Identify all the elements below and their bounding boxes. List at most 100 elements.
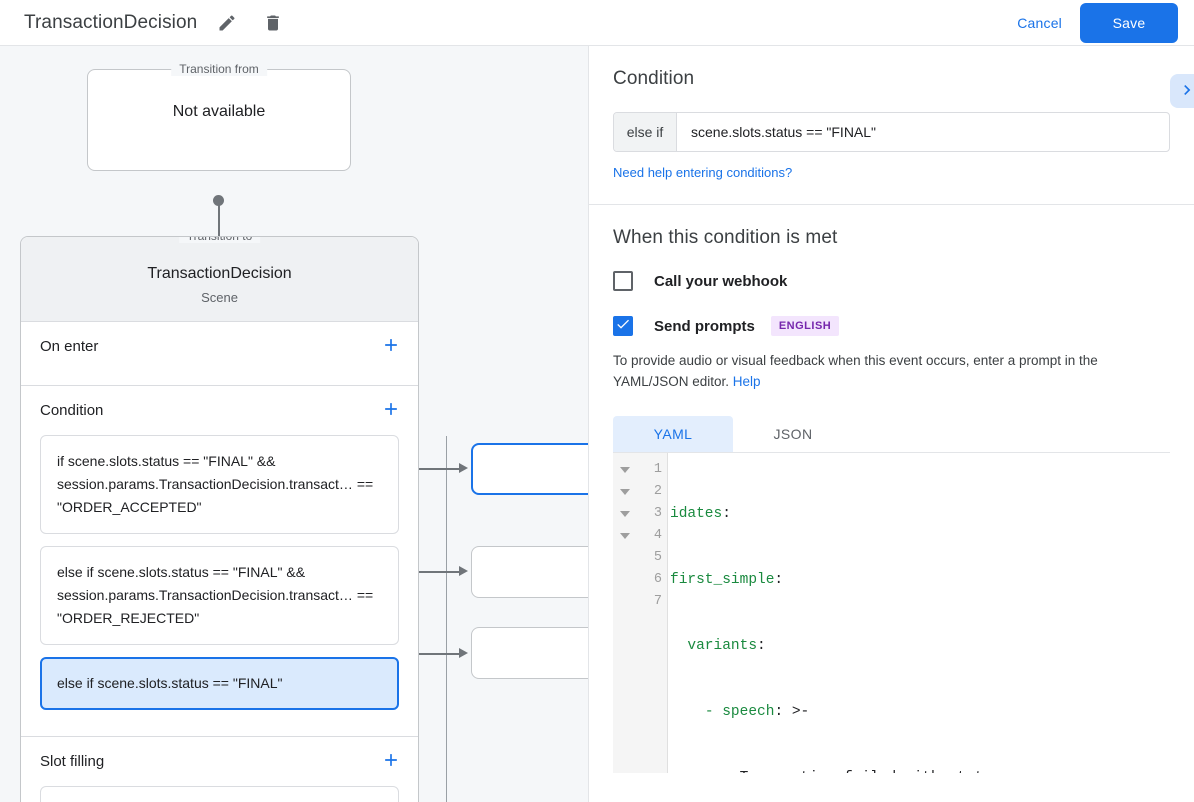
- top-bar: TransactionDecision Cancel Save: [0, 0, 1194, 46]
- condition-card[interactable]: else if scene.slots.status == "FINAL" &&…: [40, 546, 399, 645]
- code-line: idates:: [668, 503, 1170, 525]
- edge-line-1: [404, 468, 460, 470]
- edit-title-button[interactable]: [211, 7, 243, 39]
- trash-icon: [263, 13, 283, 33]
- transition-from-legend: Transition from: [171, 62, 267, 76]
- tab-yaml[interactable]: YAML: [613, 416, 733, 452]
- tab-json[interactable]: JSON: [733, 416, 853, 452]
- flow-canvas[interactable]: Transition from Not available Transition…: [0, 46, 588, 802]
- line-number: 6: [653, 572, 662, 587]
- webhook-label: Call your webhook: [654, 272, 788, 290]
- webhook-checkbox[interactable]: [613, 271, 633, 291]
- prompts-help-link[interactable]: Help: [732, 374, 761, 389]
- gutter-line: 5: [613, 547, 667, 569]
- fold-triangle-icon[interactable]: [620, 533, 630, 539]
- section-slot-filling: Slot filling Slot validation: [21, 737, 418, 802]
- section-head-slot-filling: Slot filling: [21, 737, 418, 786]
- gutter-line: 3: [613, 503, 667, 525]
- scene-header[interactable]: TransactionDecision Scene: [21, 237, 418, 322]
- transition-from-value: Not available: [172, 103, 266, 120]
- editor-gutter: 1 2 3 4 5 6 7: [613, 453, 668, 773]
- send-prompts-checkbox[interactable]: [613, 316, 633, 336]
- code-line: first_simple:: [668, 569, 1170, 591]
- code-line: variants:: [668, 635, 1170, 657]
- target-box-3[interactable]: [471, 627, 588, 679]
- details-panel: Condition else if Need help entering con…: [588, 46, 1194, 802]
- scene-card: Transition to TransactionDecision Scene …: [20, 236, 419, 802]
- section-on-enter: On enter: [21, 322, 418, 386]
- send-prompts-checkbox-row[interactable]: Send prompts ENGLISH: [613, 316, 1170, 336]
- condition-card[interactable]: if scene.slots.status == "FINAL" && sess…: [40, 435, 399, 534]
- edge-arrow-1: [459, 463, 468, 473]
- yaml-rest: Transaction failed with status: [740, 770, 1001, 773]
- panel-when-met-section: When this condition is met Call your web…: [589, 205, 1194, 795]
- condition-help-link[interactable]: Need help entering conditions?: [613, 165, 793, 180]
- yaml-key: - speech: [704, 704, 775, 720]
- line-number: 3: [653, 506, 662, 521]
- fold-triangle-icon[interactable]: [620, 511, 630, 517]
- fold-triangle-icon[interactable]: [620, 489, 630, 495]
- prompts-hint-text: To provide audio or visual feedback when…: [613, 353, 1098, 389]
- code-line: Transaction failed with status: [668, 767, 1170, 773]
- language-badge: ENGLISH: [770, 316, 840, 336]
- line-number: 2: [653, 484, 662, 499]
- send-prompts-label: Send prompts: [654, 317, 755, 335]
- add-condition-button[interactable]: [378, 398, 404, 424]
- panel-condition-section: Condition else if Need help entering con…: [589, 46, 1194, 205]
- gutter-line: 2: [613, 481, 667, 503]
- scene-name: TransactionDecision: [147, 265, 292, 282]
- yaml-rest: :: [722, 506, 731, 522]
- plus-icon: [381, 750, 401, 773]
- section-head-condition: Condition: [21, 386, 418, 435]
- section-title-condition: Condition: [40, 402, 104, 419]
- add-on-enter-button[interactable]: [378, 334, 404, 360]
- condition-expression-input[interactable]: [677, 113, 1169, 151]
- connector-dot-top: [213, 195, 224, 206]
- add-slot-filling-button[interactable]: [378, 749, 404, 775]
- fold-triangle-icon[interactable]: [620, 467, 630, 473]
- edge-line-2: [404, 571, 460, 573]
- webhook-checkbox-row[interactable]: Call your webhook: [613, 271, 1170, 291]
- code-line: - speech: >-: [668, 701, 1170, 723]
- condition-prefix-label: else if: [614, 113, 677, 151]
- scene-type: Scene: [201, 290, 238, 305]
- condition-card-selected[interactable]: else if scene.slots.status == "FINAL": [40, 657, 399, 710]
- page-title: TransactionDecision: [24, 11, 198, 33]
- edge-arrow-2: [459, 566, 468, 576]
- yaml-key: first_simple: [670, 572, 775, 588]
- line-number: 7: [653, 594, 662, 609]
- yaml-rest: :: [774, 572, 784, 588]
- section-head-on-enter: On enter: [21, 322, 418, 371]
- yaml-key: variants: [687, 638, 758, 654]
- editor-code-area[interactable]: idates: first_simple: variants: - speech…: [668, 453, 1170, 773]
- condition-input-row[interactable]: else if: [613, 112, 1170, 152]
- yaml-rest: :: [757, 638, 766, 654]
- plus-icon: [381, 335, 401, 358]
- section-title-on-enter: On enter: [40, 338, 99, 355]
- delete-button[interactable]: [257, 7, 289, 39]
- edge-rail: [446, 436, 447, 802]
- editor-tabs: YAML JSON: [613, 416, 1170, 453]
- connector-line-vertical: [217, 201, 220, 249]
- gutter-line: 7: [613, 591, 667, 613]
- cancel-button[interactable]: Cancel: [1003, 7, 1076, 39]
- line-number: 5: [653, 550, 662, 565]
- target-box-1[interactable]: [471, 443, 588, 495]
- yaml-rest: : >-: [774, 704, 810, 720]
- gutter-line: 1: [613, 459, 667, 481]
- yaml-key: idates: [670, 506, 723, 522]
- section-condition: Condition if scene.slots.status == "FINA…: [21, 386, 418, 737]
- section-title-slot-filling: Slot filling: [40, 753, 105, 770]
- prompts-hint: To provide audio or visual feedback when…: [613, 350, 1169, 392]
- expand-panel-button[interactable]: [1170, 74, 1194, 108]
- line-number: 4: [653, 528, 662, 543]
- transition-from-box[interactable]: Transition from Not available: [87, 62, 351, 171]
- slot-validation-card[interactable]: Slot validation: [40, 786, 399, 802]
- chevron-right-icon: [1177, 80, 1194, 103]
- yaml-editor[interactable]: 1 2 3 4 5 6 7 idates: first_simple: vari…: [613, 453, 1170, 773]
- checkmark-icon: [615, 316, 631, 337]
- save-button[interactable]: Save: [1080, 2, 1178, 43]
- plus-icon: [381, 399, 401, 422]
- edge-arrow-3: [459, 648, 468, 658]
- target-box-2[interactable]: [471, 546, 588, 598]
